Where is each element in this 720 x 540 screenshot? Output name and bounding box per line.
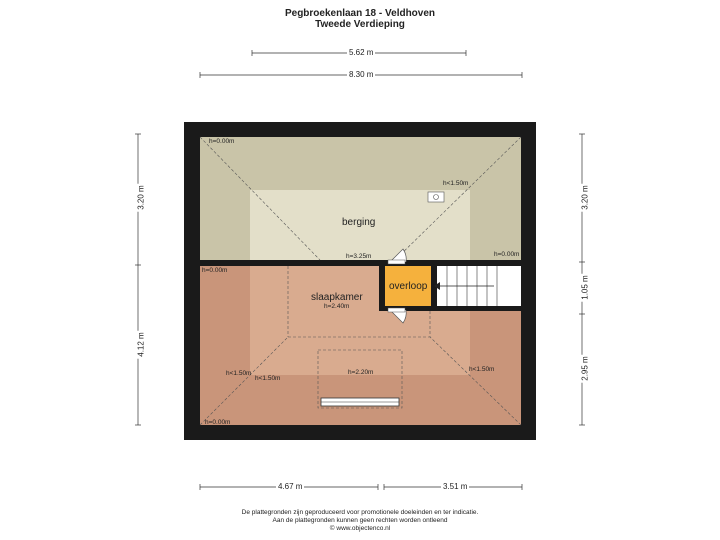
- slaapkamer-flat-area-right: [379, 311, 470, 375]
- copyright: © www.objectenco.nl: [329, 525, 391, 532]
- room-label-slaapkamer: slaapkamer: [311, 292, 363, 303]
- height-berging-tl: h=0.00m: [209, 138, 235, 145]
- dim-right-middle: 1.05 m: [580, 273, 590, 302]
- height-berging-br: h=0.00m: [494, 251, 520, 258]
- dim-bottom-right: 3.51 m: [441, 482, 470, 491]
- height-slaap-l1: h<1.50m: [226, 370, 252, 377]
- dim-bottom-left: 4.67 m: [276, 482, 305, 491]
- height-berging-tr: h<1.50m: [443, 180, 469, 187]
- height-slaap-center: h=2.20m: [348, 369, 374, 376]
- overloop-room: [385, 266, 431, 306]
- plan-address: Pegbroekenlaan 18 - Veldhoven: [284, 8, 436, 19]
- plan-floor: Tweede Verdieping: [315, 19, 405, 30]
- disclaimer-line-1: De plattegronden zijn geproduceerd voor …: [241, 509, 479, 516]
- dim-left-lower: 4.12 m: [136, 330, 146, 359]
- stair-arrow-icon: [434, 282, 440, 290]
- height-berging-bottom: h=3.25m: [346, 253, 372, 260]
- slaapkamer-door: [389, 309, 407, 324]
- dormer-outline: [317, 349, 403, 409]
- height-slaap-bl: h=0.00m: [205, 419, 231, 426]
- slaapkamer-height: h=2.40m: [324, 303, 350, 310]
- fixture-icon: [427, 191, 445, 203]
- disclaimer-line-2: Aan de plattegronden kunnen geen rechten…: [272, 517, 448, 524]
- height-slaap-r: h<1.50m: [469, 366, 495, 373]
- dim-right-upper: 3.20 m: [580, 183, 590, 212]
- dim-left-upper: 3.20 m: [136, 183, 146, 212]
- room-label-berging: berging: [342, 217, 376, 228]
- room-label-overloop: overloop: [389, 281, 428, 292]
- dim-right-lower: 2.95 m: [580, 354, 590, 383]
- dim-top-outer: 8.30 m: [347, 70, 376, 79]
- berging-door: [389, 248, 407, 263]
- dim-top-inner: 5.62 m: [347, 48, 376, 57]
- slaapkamer-flat-area: [250, 266, 379, 375]
- height-slaap-tl: h=0.00m: [202, 267, 228, 274]
- height-slaap-l2: h<1.50m: [255, 375, 281, 382]
